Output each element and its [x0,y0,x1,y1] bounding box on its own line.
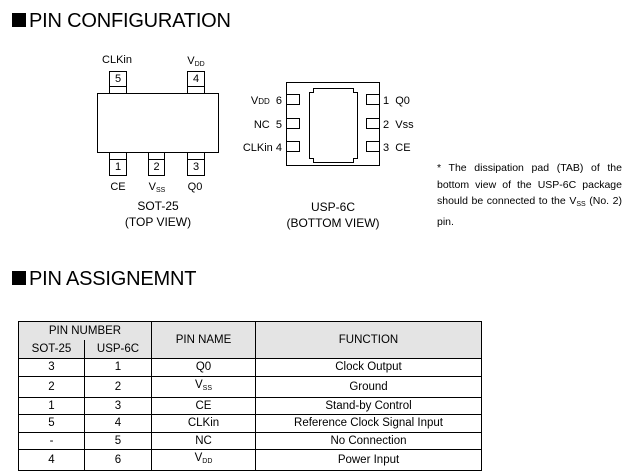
cell-sot25: 5 [18,414,85,433]
cell-sot25: 4 [18,449,85,471]
usp6c-pin5-label: NC 5 [253,119,282,131]
sot25-pin-4: 4 [187,71,205,94]
usp6c-pad-2 [366,118,380,129]
usp6c-pin1-label: 1 Q0 [383,95,410,107]
usp6c-pad-3 [366,141,380,152]
sot25-pin-1: 1 [109,152,127,176]
usp6c-pin3-label: 3 CE [383,142,411,154]
cell-usp6c: 3 [84,396,152,415]
cell-sot25: 2 [18,375,85,398]
usp6c-pad-4 [286,141,300,152]
sot25-pin1-label: CE [110,181,126,193]
cell-function: Power Input [255,449,482,471]
cell-usp6c: 6 [84,449,152,471]
sot25-pin-3: 3 [187,152,205,176]
header-function: FUNCTION [255,321,482,359]
pin-assignment-title: PIN ASSIGNEMNT [12,268,196,291]
usp6c-pad-6 [286,94,300,105]
pin-assignment-table: PIN NUMBER PIN NAME FUNCTION SOT-25 USP-… [18,321,482,471]
cell-function: Clock Output [255,358,482,377]
cell-usp6c: 2 [84,375,152,398]
header-sot25: SOT-25 [18,340,85,359]
usp6c-pad-1 [366,94,380,105]
sot25-pin2-label: VSS [148,181,166,194]
cell-function: No Connection [255,431,482,450]
sot25-view-label: (TOP VIEW) [124,215,192,229]
cell-usp6c: 5 [84,431,152,450]
cell-sot25: - [18,431,85,450]
cell-function: Reference Clock Signal Input [255,414,482,433]
sot25-pin-5: 5 [109,71,127,94]
cell-pin-name: VDD [151,449,256,471]
cell-usp6c: 4 [84,414,152,433]
cell-sot25: 1 [18,396,85,415]
cell-pin-name: Q0 [151,358,256,377]
square-bullet-icon [12,271,26,285]
cell-pin-name: CLKin [151,414,256,433]
header-usp6c: USP-6C [84,340,152,359]
cell-sot25: 3 [18,358,85,377]
cell-pin-name: NC [151,431,256,450]
sot25-body [97,93,219,153]
usp6c-package-name: USP-6C [310,200,356,214]
header-pin-number: PIN NUMBER [18,321,152,340]
usp6c-pad-5 [286,118,300,129]
sot25-pin4-label: VDD [187,55,205,68]
cell-pin-name: VSS [151,375,256,398]
cell-function: Ground [255,375,482,398]
cell-pin-name: CE [151,396,256,415]
usp6c-pin2-label: 2 Vss [383,119,414,131]
cell-usp6c: 1 [84,358,152,377]
cell-function: Stand-by Control [255,396,482,415]
square-bullet-icon [12,13,26,27]
sot25-pin5-label: CLKin [102,54,132,66]
usp6c-package-outline [286,82,380,166]
sot25-package-name: SOT-25 [137,199,179,213]
pin-configuration-title: PIN CONFIGURATION [12,10,231,33]
sot25-pin-2: 2 [148,152,165,176]
sot25-pin3-label: Q0 [187,181,203,193]
usp6c-pin6-label: VDD 6 [250,95,282,107]
header-pin-name: PIN NAME [151,321,256,359]
usp6c-view-label: (BOTTOM VIEW) [286,216,380,230]
usp6c-tab [309,88,358,163]
dissipation-pad-note: * The dissipation pad (TAB) of the botto… [437,162,622,228]
usp6c-pin4-label: CLKin 4 [242,142,282,154]
